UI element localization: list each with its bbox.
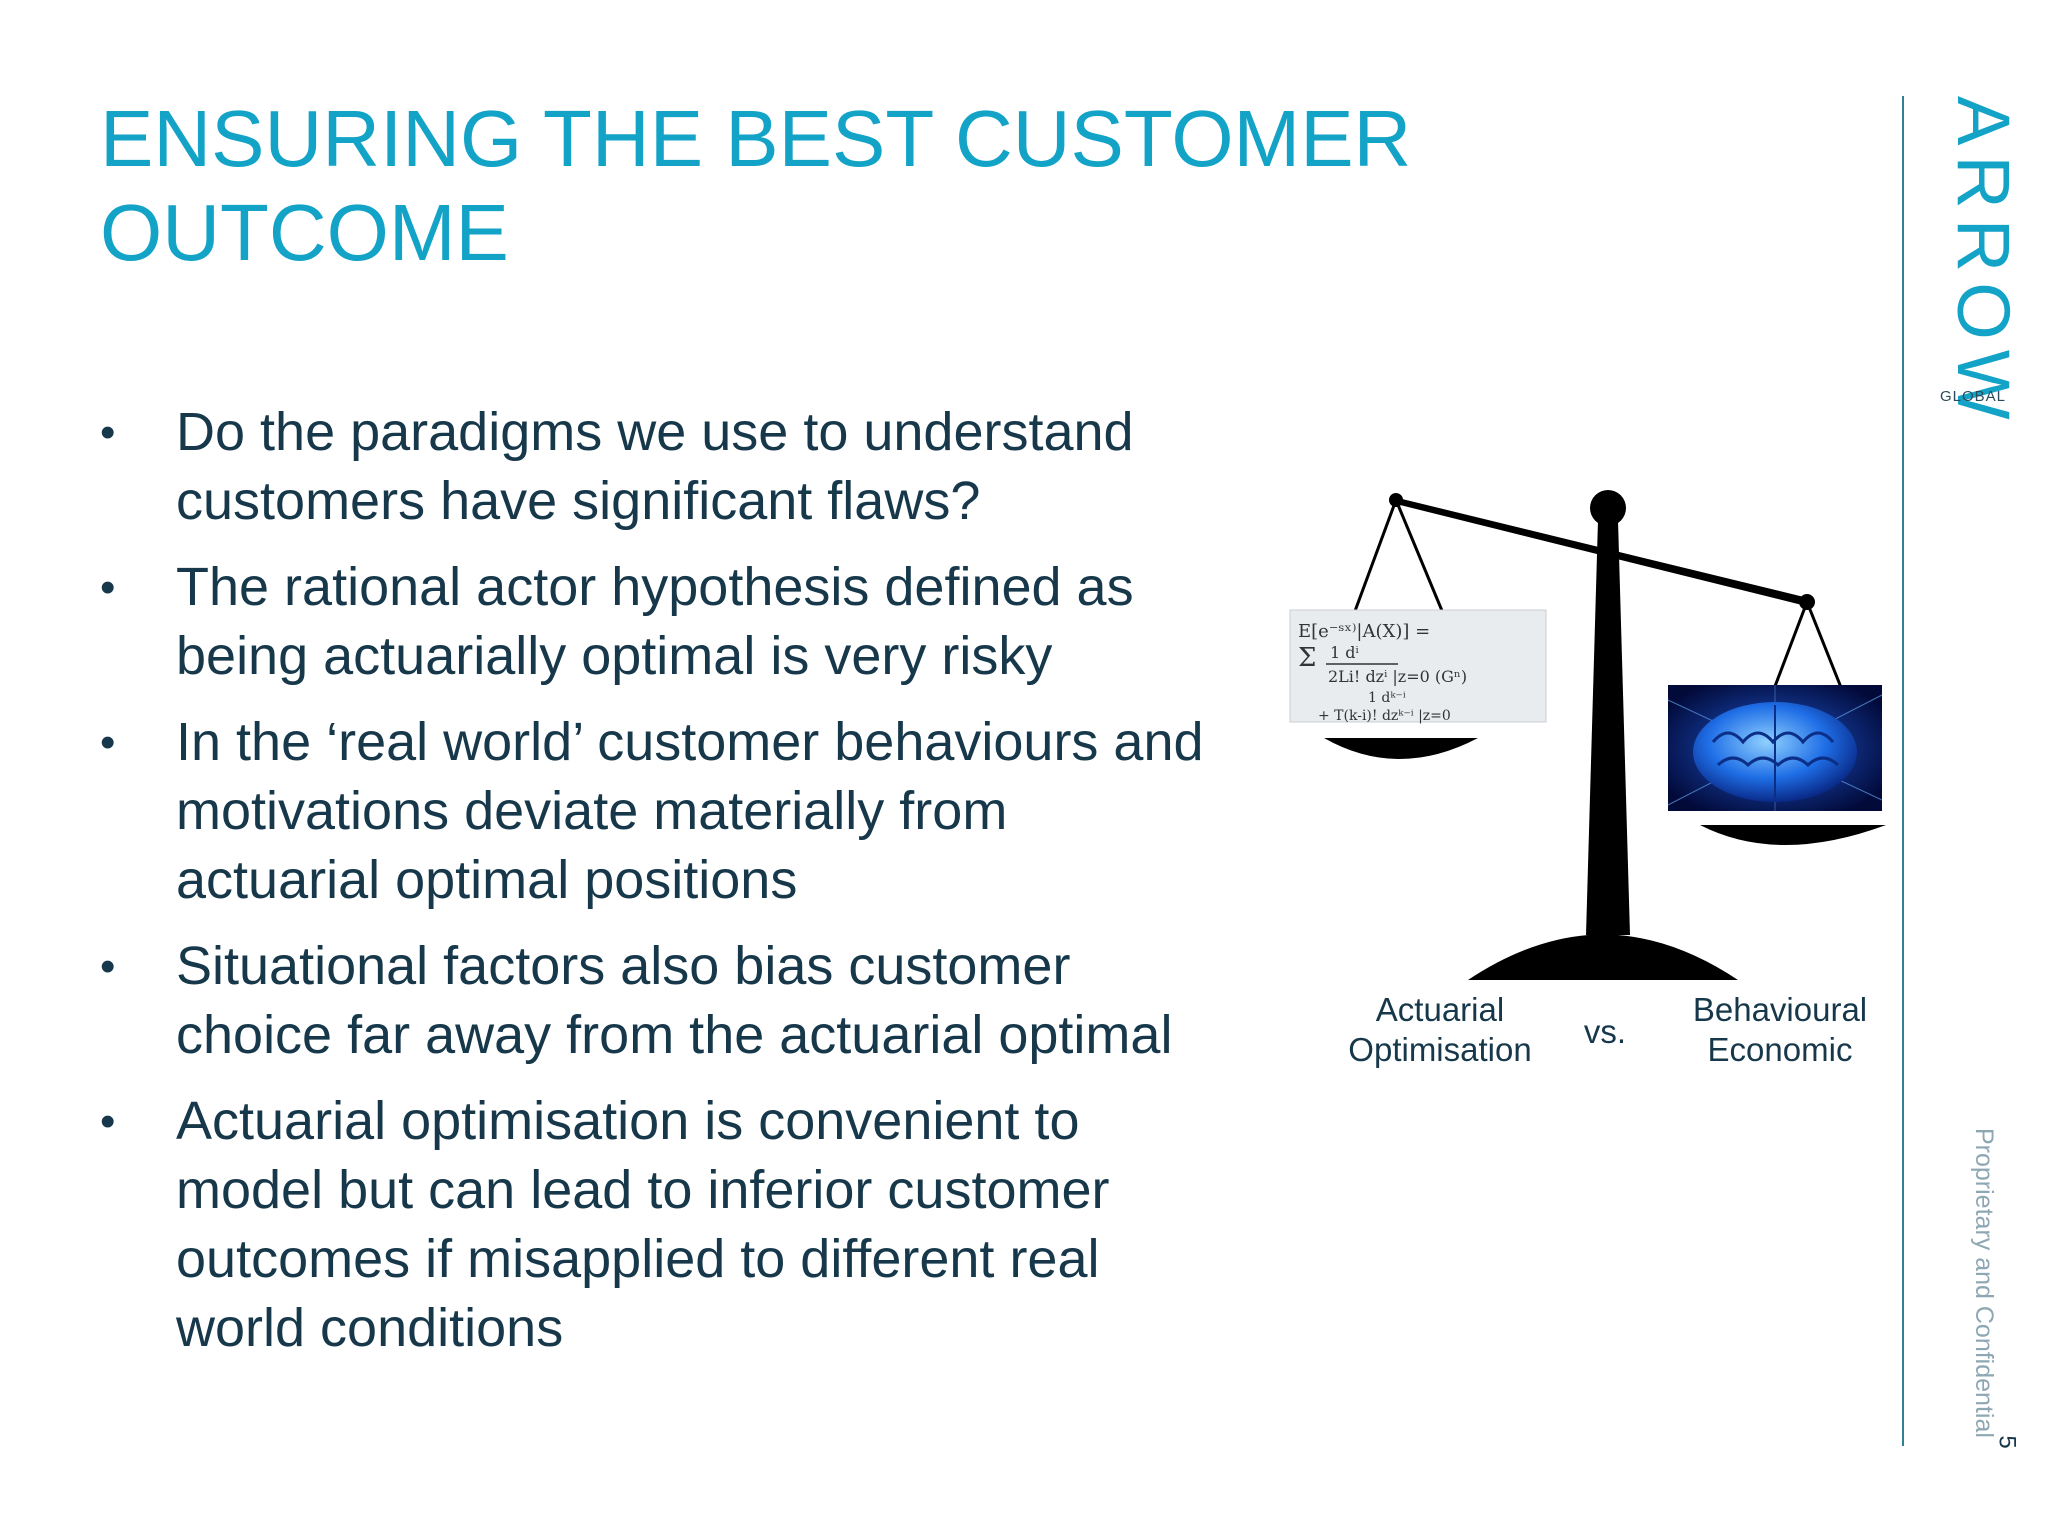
- svg-text:E[e⁻ˢˣ⁾|A(X)] =: E[e⁻ˢˣ⁾|A(X)] =: [1298, 621, 1430, 642]
- svg-text:2Li! dzⁱ |z=0 (Gⁿ): 2Li! dzⁱ |z=0 (Gⁿ): [1328, 667, 1467, 686]
- bullet-list: • Do the paradigms we use to understand …: [100, 398, 1300, 1380]
- bullet-line: The rational actor hypothesis defined as: [176, 557, 1134, 617]
- label-line: Actuarial: [1375, 991, 1505, 1028]
- bullet-line: model but can lead to inferior customer: [176, 1160, 1110, 1220]
- math-formula-image: E[e⁻ˢˣ⁾|A(X)] = Σ 1 dⁱ 2Li! dzⁱ |z=0 (Gⁿ…: [1289, 609, 1547, 724]
- bullet-marker: •: [100, 563, 116, 612]
- bullet-item: • Do the paradigms we use to understand …: [100, 398, 1300, 536]
- svg-text:1 dⁱ: 1 dⁱ: [1330, 643, 1359, 662]
- versus-label: vs.: [1583, 1013, 1627, 1050]
- actuarial-optimisation-label: Actuarial Optimisation: [1320, 990, 1560, 1070]
- bullet-line: choice far away from the actuarial optim…: [176, 1005, 1173, 1065]
- label-line: Economic: [1707, 1031, 1853, 1068]
- balance-scale-icon: E[e⁻ˢˣ⁾|A(X)] = Σ 1 dⁱ 2Li! dzⁱ |z=0 (Gⁿ…: [1289, 490, 1886, 980]
- bullet-item: • Situational factors also bias customer…: [100, 932, 1300, 1070]
- bullet-line: outcomes if misapplied to different real: [176, 1229, 1100, 1289]
- bullet-line: In the ‘real world’ customer behaviours …: [176, 712, 1204, 772]
- bullet-marker: •: [100, 718, 116, 767]
- bullet-line: Do the paradigms we use to understand: [176, 402, 1134, 462]
- logo-wordmark: ARROW: [1942, 96, 2025, 430]
- label-line: Optimisation: [1348, 1031, 1532, 1068]
- bullet-line: actuarial optimal positions: [176, 850, 798, 910]
- svg-text:Σ: Σ: [1298, 643, 1316, 673]
- slide-title-line-1: ENSURING THE BEST CUSTOMER: [100, 94, 1412, 183]
- bullet-line: motivations deviate materially from: [176, 781, 1008, 841]
- bullet-line: Actuarial optimisation is convenient to: [176, 1091, 1080, 1151]
- svg-text:1 dᵏ⁻ⁱ: 1 dᵏ⁻ⁱ: [1368, 690, 1406, 706]
- bullet-marker: •: [100, 942, 116, 991]
- confidential-footer: Proprietary and Confidential: [1935, 1128, 2015, 1458]
- arrow-global-logo: ARROW GLOBAL: [1930, 96, 2025, 436]
- bullet-item: • In the ‘real world’ customer behaviour…: [100, 708, 1300, 915]
- bullet-item: • The rational actor hypothesis defined …: [100, 553, 1300, 691]
- bullet-line: customers have significant flaws?: [176, 471, 981, 531]
- bullet-item: • Actuarial optimisation is convenient t…: [100, 1087, 1300, 1363]
- slide-title-line-2: OUTCOME: [100, 188, 509, 277]
- slide-title: ENSURING THE BEST CUSTOMER OUTCOME: [100, 92, 1500, 280]
- bullet-line: Situational factors also bias customer: [176, 936, 1071, 996]
- svg-text:+ T(k-i)! dzᵏ⁻ⁱ |z=0: + T(k-i)! dzᵏ⁻ⁱ |z=0: [1318, 708, 1451, 724]
- right-divider-line: [1902, 96, 1904, 1446]
- bullet-line: world conditions: [176, 1298, 564, 1358]
- bullet-line: being actuarially optimal is very risky: [176, 626, 1053, 686]
- bullet-marker: •: [100, 1097, 116, 1146]
- confidential-text: Proprietary and Confidential: [1970, 1128, 1998, 1438]
- label-line: Behavioural: [1692, 991, 1868, 1028]
- balance-scale-figure: E[e⁻ˢˣ⁾|A(X)] = Σ 1 dⁱ 2Li! dzⁱ |z=0 (Gⁿ…: [1288, 480, 1898, 1090]
- page-number: 5: [1993, 1435, 2021, 1449]
- logo-subtitle: GLOBAL: [1940, 388, 2007, 405]
- bullet-marker: •: [100, 408, 116, 457]
- brain-image: [1667, 685, 1883, 811]
- behavioural-economic-label: Behavioural Economic: [1660, 990, 1900, 1070]
